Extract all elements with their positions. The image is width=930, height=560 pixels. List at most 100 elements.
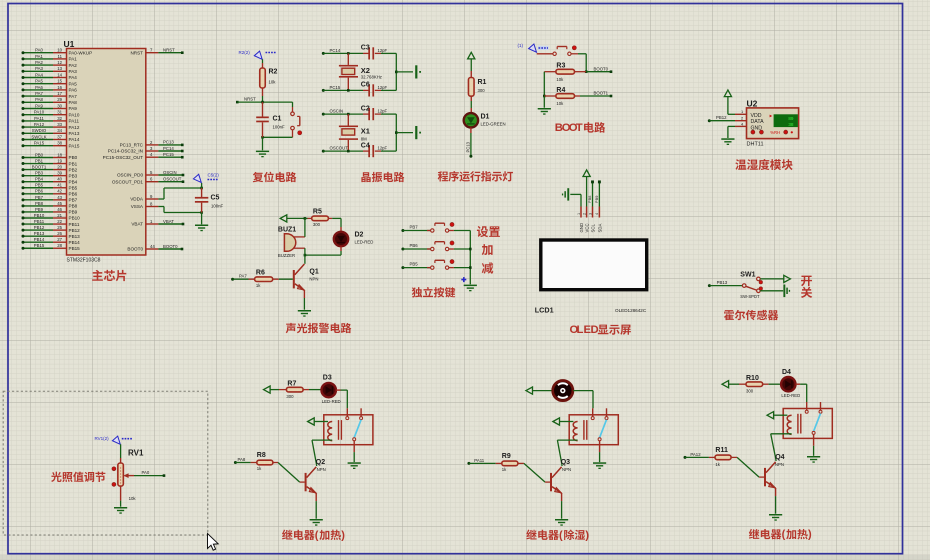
svg-text:PB13: PB13 — [717, 280, 728, 285]
svg-text:VCC: VCC — [585, 223, 590, 232]
svg-text:1k: 1k — [257, 466, 262, 471]
svg-text:15: 15 — [57, 79, 62, 84]
svg-text:PB9: PB9 — [69, 210, 78, 215]
svg-text:SW-SPDT: SW-SPDT — [740, 294, 760, 299]
svg-text:VSSA: VSSA — [131, 204, 144, 209]
svg-text:%RH: %RH — [770, 130, 780, 135]
svg-text:PA0-WKUP: PA0-WKUP — [69, 50, 93, 55]
svg-text:PB4: PB4 — [69, 179, 78, 184]
svg-text:100nF: 100nF — [211, 204, 224, 209]
svg-text:BUZZER: BUZZER — [278, 253, 295, 258]
svg-text:PB7: PB7 — [410, 225, 419, 230]
svg-text:R2: R2 — [269, 69, 278, 76]
svg-text:11: 11 — [58, 54, 63, 59]
svg-text:PA12: PA12 — [34, 122, 45, 127]
svg-text:PB5: PB5 — [410, 262, 419, 267]
svg-text:10k: 10k — [556, 101, 564, 106]
svg-text:LED-GREEN: LED-GREEN — [481, 121, 506, 126]
svg-text:PA7: PA7 — [35, 91, 43, 96]
svg-text:GND: GND — [751, 126, 763, 132]
svg-text:300: 300 — [313, 222, 321, 227]
svg-text:300: 300 — [746, 389, 754, 394]
svg-text:7: 7 — [150, 48, 153, 53]
svg-text:PB11: PB11 — [69, 222, 80, 227]
svg-text:45: 45 — [57, 201, 62, 206]
svg-text:38: 38 — [57, 141, 62, 146]
svg-text:PB9: PB9 — [35, 207, 44, 212]
svg-text:SWDIO: SWDIO — [32, 128, 47, 133]
svg-text:GND: GND — [579, 223, 584, 233]
svg-text:C1: C1 — [273, 116, 282, 123]
svg-text:13: 13 — [57, 66, 62, 71]
svg-text:PA2: PA2 — [69, 63, 78, 68]
svg-text:2: 2 — [582, 213, 586, 215]
svg-text:27: 27 — [57, 237, 62, 242]
svg-text:C3: C3 — [361, 45, 370, 52]
svg-text:21: 21 — [57, 213, 62, 218]
svg-text:41: 41 — [57, 183, 62, 188]
svg-text:18: 18 — [57, 152, 62, 157]
svg-text:PB1: PB1 — [35, 158, 44, 163]
svg-text:39: 39 — [57, 171, 62, 176]
svg-text:BOOT0: BOOT0 — [594, 66, 609, 71]
svg-text:(: ( — [315, 529, 319, 541]
svg-text:89: 89 — [788, 116, 794, 121]
svg-text:34: 34 — [57, 128, 62, 133]
svg-text:43: 43 — [57, 195, 62, 200]
svg-text:PB0: PB0 — [69, 155, 78, 160]
svg-text:37: 37 — [57, 134, 62, 139]
svg-text:300: 300 — [286, 394, 294, 399]
svg-text:R11: R11 — [715, 447, 728, 454]
svg-text:E: E — [584, 324, 592, 336]
svg-text:BOOT1: BOOT1 — [32, 165, 47, 170]
svg-text:5: 5 — [150, 170, 153, 175]
svg-text:R5: R5 — [313, 208, 322, 215]
svg-text:PA5: PA5 — [69, 81, 78, 86]
svg-text:Q3: Q3 — [561, 459, 570, 466]
svg-text:Q2: Q2 — [316, 459, 325, 466]
svg-text:PA12: PA12 — [69, 125, 80, 130]
svg-text:33: 33 — [57, 122, 62, 127]
svg-text:1: 1 — [741, 109, 744, 114]
svg-text:DATA: DATA — [751, 119, 765, 125]
svg-text:O: O — [562, 122, 571, 134]
svg-text:R2(2): R2(2) — [239, 50, 251, 55]
svg-text:PC14: PC14 — [330, 48, 341, 53]
svg-text:BOOT0: BOOT0 — [127, 247, 143, 252]
svg-text:OLED128642C: OLED128642C — [615, 308, 647, 313]
svg-text:U1: U1 — [64, 39, 75, 49]
svg-text:RV1(2): RV1(2) — [95, 436, 110, 441]
svg-text:C4: C4 — [361, 142, 370, 149]
svg-text:(: ( — [559, 529, 563, 541]
svg-text:PB10: PB10 — [34, 213, 45, 218]
svg-text:R10: R10 — [746, 375, 759, 382]
svg-text:12pF: 12pF — [378, 109, 388, 114]
svg-text:PA3: PA3 — [35, 66, 43, 71]
svg-text:10k: 10k — [269, 80, 277, 85]
svg-text:1k: 1k — [715, 462, 720, 467]
svg-text:LCD1: LCD1 — [535, 305, 554, 314]
svg-text:Q4: Q4 — [775, 454, 784, 461]
svg-text:32.768KHz: 32.768KHz — [361, 74, 382, 79]
svg-text:PB7: PB7 — [35, 195, 44, 200]
svg-text:OSCIN: OSCIN — [163, 170, 177, 175]
svg-text:PA6: PA6 — [69, 88, 78, 93]
svg-text:X2: X2 — [361, 66, 370, 75]
svg-text:D1: D1 — [481, 114, 490, 121]
svg-text:12: 12 — [57, 60, 62, 65]
svg-text:NPN: NPN — [562, 467, 571, 472]
svg-text:R3: R3 — [556, 63, 565, 70]
svg-text:PA9: PA9 — [35, 103, 43, 108]
svg-text:PA11: PA11 — [34, 116, 44, 121]
svg-text:PB14: PB14 — [34, 237, 45, 242]
svg-text:PB9: PB9 — [594, 196, 599, 203]
svg-text:D3: D3 — [323, 374, 332, 381]
svg-text:1: 1 — [577, 213, 581, 215]
svg-text:NPN: NPN — [317, 467, 326, 472]
svg-text:PA0: PA0 — [142, 470, 150, 475]
svg-text:4: 4 — [150, 152, 153, 157]
svg-text:4: 4 — [741, 121, 744, 126]
svg-text:PA10: PA10 — [69, 112, 80, 117]
svg-text:22: 22 — [57, 219, 62, 224]
svg-text:14: 14 — [57, 72, 62, 77]
